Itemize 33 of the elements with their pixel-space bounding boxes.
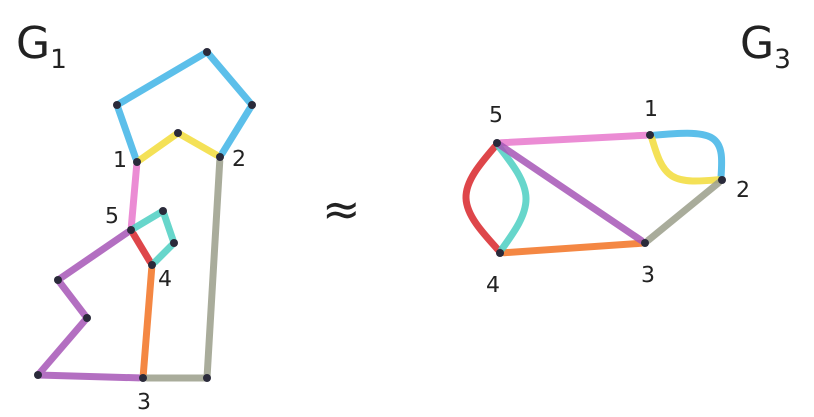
graph-edge — [144, 158, 224, 382]
graph-edge — [498, 132, 650, 146]
vertex-number: 4 — [158, 269, 172, 291]
graph-edge — [130, 208, 178, 266]
vertex-number: 2 — [232, 149, 246, 171]
vertex-dot — [148, 261, 156, 269]
graph-edge — [130, 230, 154, 266]
vertex-dot — [216, 153, 224, 161]
graph-edge — [114, 48, 256, 162]
vertex-dot — [646, 131, 654, 139]
vertex-number: 1 — [113, 150, 127, 172]
vertex-number: 3 — [137, 392, 151, 414]
vertex-dot — [493, 139, 501, 147]
graph-edge — [136, 130, 220, 164]
vertex-number: 5 — [105, 206, 119, 228]
graph-edge — [462, 142, 502, 254]
vertex-dot — [127, 226, 135, 234]
approx-symbol: ≈ — [322, 186, 361, 232]
graph-edge — [648, 135, 722, 185]
vertex-number: 2 — [736, 180, 750, 202]
vertex-dot — [133, 158, 141, 166]
graph-name: G$_{1}$ — [16, 22, 67, 74]
vertex-number: 3 — [641, 265, 655, 287]
vertex-number: 5 — [489, 105, 503, 127]
vertex-dot — [496, 249, 504, 257]
vertex-number: 1 — [644, 99, 658, 121]
graph-edge — [644, 179, 722, 244]
graph-edge — [500, 240, 644, 256]
vertex-dot — [718, 176, 726, 184]
graph-edge — [496, 142, 646, 244]
graph-name: G$_{3}$ — [740, 22, 791, 74]
graph-edge — [34, 228, 142, 382]
vertex-number: 4 — [486, 275, 500, 297]
